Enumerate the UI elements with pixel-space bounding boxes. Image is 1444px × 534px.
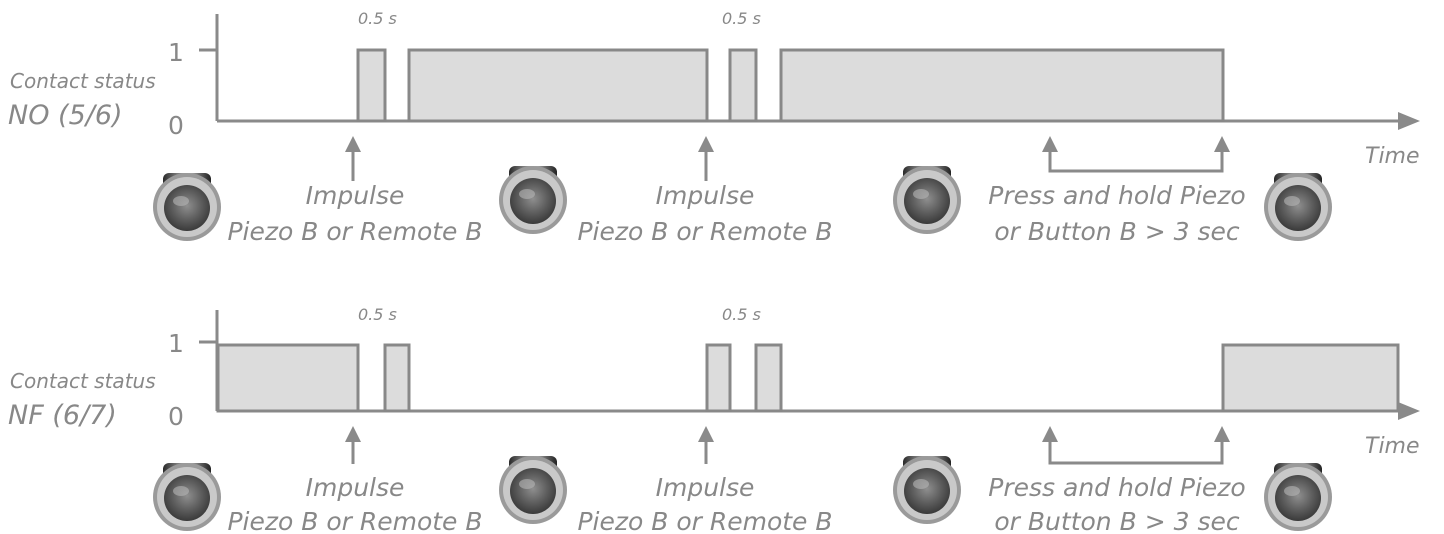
event-label: Impulse [656, 181, 755, 210]
signal-high-pulse [754, 343, 783, 413]
duration-label: 0.5 s [722, 305, 761, 324]
event-label: Piezo B or Remote B [227, 217, 482, 246]
time-label: Time [1365, 434, 1420, 459]
time-arrow-icon [1398, 402, 1420, 420]
push-button-icon [1264, 463, 1332, 531]
hold-duration-bracket [1048, 440, 1224, 465]
level-low-label: 0 [168, 402, 184, 431]
push-button-icon [1264, 173, 1332, 241]
signal-high-pulse [216, 343, 360, 413]
event-label: Press and hold Piezo [988, 181, 1245, 210]
up-arrow-icon [698, 136, 714, 152]
event-label: Impulse [306, 181, 405, 210]
signal-high-pulse [383, 343, 411, 413]
event-label: Press and hold Piezo [988, 473, 1245, 502]
event-label: Piezo B or Remote B [577, 507, 832, 534]
push-button-icon [499, 456, 567, 524]
event-label: or Button B > 3 sec [994, 507, 1239, 534]
contact-type-label: NF (6/7) [8, 400, 117, 431]
signal-high-pulse [407, 48, 709, 123]
event-label: Piezo B or Remote B [577, 217, 832, 246]
signal-high-pulse [356, 48, 387, 123]
signal-trace [216, 343, 1400, 413]
level-low-label: 0 [168, 111, 184, 140]
time-label: Time [1365, 144, 1420, 169]
diagram-nf: Contact status NF (6/7) 1 0 Time 0.5 s 0… [8, 305, 1420, 534]
level-high-label: 1 [168, 329, 184, 358]
hold-duration-bracket [1048, 150, 1224, 173]
event-label: or Button B > 3 sec [994, 217, 1239, 246]
signal-high-pulse [705, 343, 732, 413]
push-button-icon [893, 456, 961, 524]
up-arrow-icon [1042, 426, 1058, 442]
push-button-icon [893, 166, 961, 234]
duration-label: 0.5 s [358, 9, 397, 28]
contact-type-label: NO (5/6) [8, 100, 123, 131]
push-button-icon [499, 166, 567, 234]
duration-label: 0.5 s [358, 305, 397, 324]
diagram-no: Contact status NO (5/6) 1 0 Time 0.5 s 0… [8, 9, 1420, 246]
signal-high-pulse [779, 48, 1225, 123]
up-arrow-icon [1214, 136, 1230, 152]
push-button-icon [153, 173, 221, 241]
level-high-label: 1 [168, 38, 184, 67]
up-arrow-icon [345, 426, 361, 442]
contact-status-label: Contact status [10, 369, 156, 393]
signal-high-pulse [728, 48, 758, 123]
push-button-icon [153, 463, 221, 531]
event-label: Impulse [306, 473, 405, 502]
up-arrow-icon [1214, 426, 1230, 442]
time-arrow-icon [1398, 112, 1420, 130]
up-arrow-icon [1042, 136, 1058, 152]
up-arrow-icon [698, 426, 714, 442]
contact-status-label: Contact status [10, 69, 156, 93]
up-arrow-icon [345, 136, 361, 152]
event-label: Piezo B or Remote B [227, 507, 482, 534]
signal-trace [356, 48, 1225, 123]
signal-high-pulse [1221, 343, 1400, 413]
duration-label: 0.5 s [722, 9, 761, 28]
event-label: Impulse [656, 473, 755, 502]
